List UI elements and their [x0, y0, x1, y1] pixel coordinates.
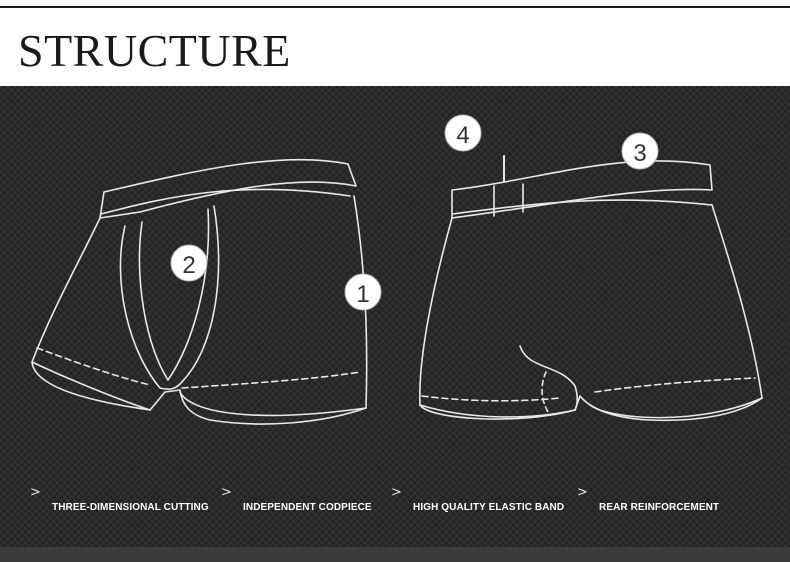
illustration-panel	[0, 86, 790, 547]
callout-3: 3	[621, 132, 659, 170]
back-leg-opening-right	[589, 397, 763, 419]
rear-reinforcement-seam	[541, 371, 549, 413]
chevron-right-icon: >	[221, 485, 232, 500]
front-waistband	[99, 158, 357, 219]
crotch-curve	[519, 345, 579, 411]
front-leg-opening-right	[179, 391, 367, 417]
front-waistband-inner-line	[100, 188, 351, 215]
callout-2-number: 2	[182, 252, 195, 279]
back-waistband	[451, 160, 713, 219]
callout-1: 1	[344, 273, 382, 311]
chevron-right-icon: >	[30, 485, 41, 500]
callout-1-number: 1	[356, 281, 369, 308]
back-view-briefs	[419, 155, 763, 422]
callout-1-circle	[344, 273, 382, 311]
callout-4-circle	[444, 114, 482, 152]
page-title: STRUCTURE	[18, 25, 291, 76]
feature-list: > THREE-DIMENSIONAL CUTTING > INDEPENDEN…	[0, 486, 790, 516]
back-leg-opening-left	[419, 404, 576, 420]
feature-label: REAR REINFORCEMENT	[599, 502, 720, 513]
back-hem-left	[421, 395, 561, 402]
chevron-right-icon: >	[577, 485, 588, 500]
chevron-right-icon: >	[391, 485, 402, 500]
front-hem-left	[36, 347, 151, 386]
feature-label: INDEPENDENT CODPIECE	[243, 502, 372, 513]
front-leg-opening-left	[31, 361, 151, 411]
top-divider	[0, 6, 790, 8]
callout-3-circle	[621, 132, 659, 170]
callout-2-circle	[170, 244, 208, 282]
feature-label: THREE-DIMENSIONAL CUTTING	[52, 502, 209, 513]
callout-4-number: 4	[456, 122, 469, 149]
bottom-strip	[0, 547, 790, 562]
front-hem-right	[181, 371, 361, 389]
callout-3-number: 3	[633, 140, 646, 167]
back-body-outline	[419, 204, 763, 422]
codpiece-outer	[119, 205, 220, 390]
front-view-briefs	[31, 158, 368, 425]
codpiece-inner	[138, 208, 210, 381]
header: STRUCTURE	[0, 8, 790, 86]
structure-illustration: 1 2 3 4	[31, 114, 763, 425]
callout-4: 4	[444, 114, 482, 152]
callout-2: 2	[170, 244, 208, 282]
front-body-outline	[31, 195, 368, 425]
back-hem-right	[594, 377, 756, 393]
back-waistband-inner-line	[451, 199, 713, 215]
feature-label: HIGH QUALITY ELASTIC BAND	[413, 502, 565, 513]
